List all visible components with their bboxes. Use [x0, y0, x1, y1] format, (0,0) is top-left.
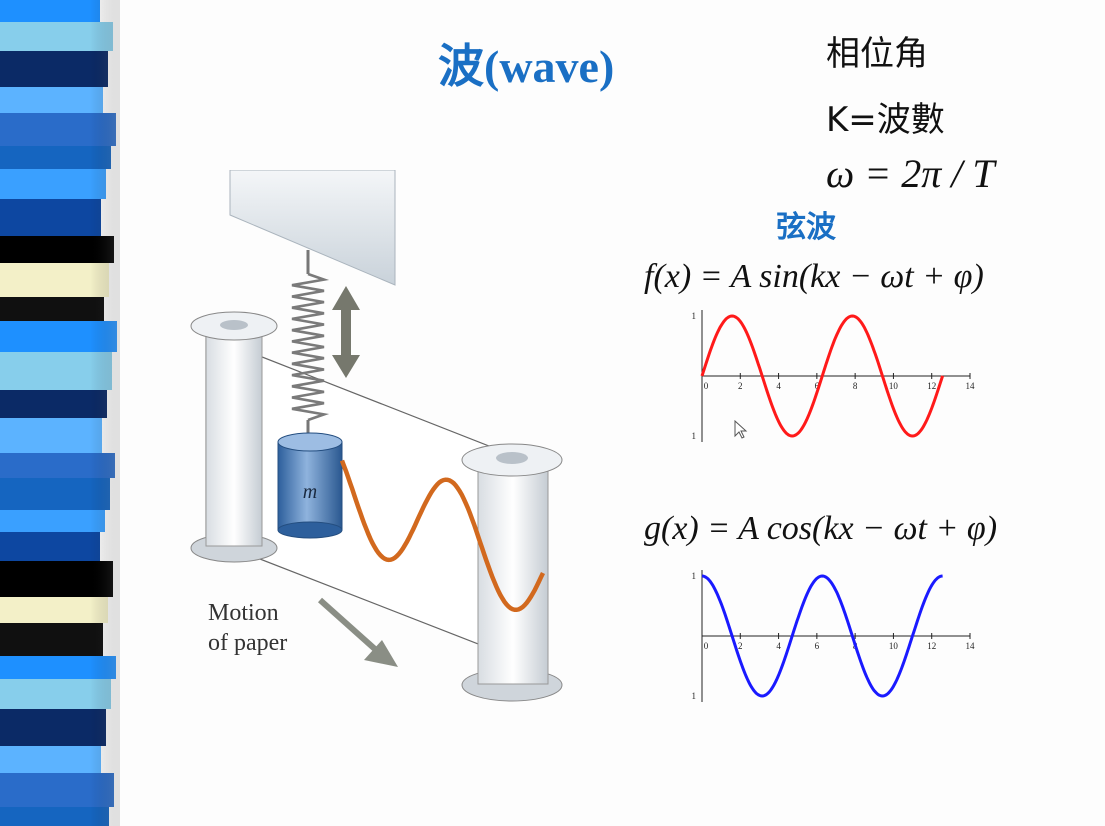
x-tick-label: 2: [738, 381, 743, 391]
slide-title: 波(wave): [438, 41, 615, 92]
spring-mass-diagram: m: [190, 170, 563, 702]
x-tick-label: 6: [815, 381, 820, 391]
note-wave-number: K=波數: [826, 100, 945, 140]
x-tick-label: 2: [738, 641, 743, 651]
mass-label: m: [303, 481, 317, 503]
x-tick-label: 12: [927, 381, 936, 391]
omega-formula: ω = 2π / T: [826, 151, 995, 196]
paper-motion-arrow-icon: [318, 597, 398, 667]
cos-curve: [701, 574, 943, 698]
x-tick-label: 0: [704, 381, 709, 391]
decorative-stripes: [0, 0, 120, 826]
paper-motion-label-line1: Motion: [208, 600, 279, 626]
mouse-cursor-icon: [734, 420, 748, 439]
sine-equation: f(x) = A sin(kx − ωt + φ): [644, 258, 984, 295]
x-tick-label: 4: [776, 381, 781, 391]
x-tick-label: 8: [853, 381, 858, 391]
x-tick-label: 6: [815, 641, 820, 651]
left-roller: [190, 311, 278, 563]
ceiling-support: [229, 170, 396, 286]
sin-curve: [700, 314, 945, 438]
cosine-equation: g(x) = A cos(kx − ωt + φ): [644, 510, 998, 547]
x-tick-label: 14: [966, 381, 976, 391]
sine-wave-heading: 弦波: [776, 210, 836, 245]
sine-chart: 0 2 4 6 8 10 12 14 1 1: [692, 310, 976, 442]
paper-motion-label-line2: of paper: [208, 630, 288, 656]
y-tick-label: 1: [692, 311, 697, 321]
x-tick-label: 14: [966, 641, 976, 651]
y-tick-label: 1: [692, 691, 697, 701]
mass-cylinder: m: [277, 432, 343, 539]
paper-wave-trace: [339, 459, 546, 613]
y-tick-label: 1: [692, 431, 697, 441]
x-tick-label: 12: [927, 641, 936, 651]
x-tick-label: 0: [704, 641, 709, 651]
x-tick-label: 10: [889, 381, 899, 391]
oscillation-arrow-icon: [332, 286, 360, 378]
y-tick-label: 1: [692, 571, 697, 581]
x-tick-label: 10: [889, 641, 899, 651]
note-phase-angle: 相位角: [826, 34, 928, 74]
x-tick-label: 4: [776, 641, 781, 651]
